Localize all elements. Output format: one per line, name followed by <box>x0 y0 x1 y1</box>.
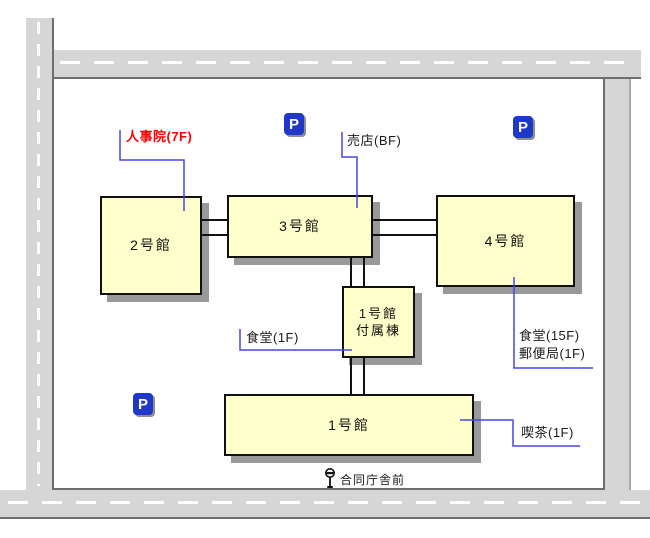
corridor-3-annex <box>350 258 352 286</box>
parking-icon-top-center: P <box>284 113 304 135</box>
bus-stop-label: 合同庁舎前 <box>340 473 406 487</box>
building-1-annex-label-line1: 1号館 <box>358 306 399 321</box>
building-2-label: 2号館 <box>130 237 172 253</box>
building-4: 4号館 <box>436 195 575 287</box>
road-bottom-centerline <box>8 501 642 504</box>
building-3-label: 3号館 <box>279 218 321 234</box>
road-edge-top <box>54 77 641 79</box>
corridor-3-4 <box>373 219 436 221</box>
building-1-annex: 1号館 付属棟 <box>342 286 415 358</box>
road-edge-right-outer <box>629 79 631 490</box>
building-1-annex-label-line2: 付属棟 <box>355 323 401 338</box>
building-4-label: 4号館 <box>484 232 527 249</box>
corridor-2-3 <box>202 219 227 221</box>
road-left-centerline <box>37 22 40 486</box>
road-edge-bottom-inner <box>54 488 604 490</box>
road-edge-right-inner <box>603 79 605 490</box>
building-1: 1号館 <box>224 394 474 456</box>
bus-stop-icon <box>325 468 335 488</box>
parking-icon-top-right: P <box>513 116 533 138</box>
corridor-annex-1 <box>350 358 352 394</box>
road-right <box>604 77 631 490</box>
road-edge-left <box>52 18 54 490</box>
road-left <box>26 18 54 517</box>
label-kissa-1f: 喫茶(1F) <box>521 425 574 440</box>
leader-line-kissa <box>460 419 580 447</box>
label-shokudo-1f: 食堂(1F) <box>246 330 299 345</box>
label-jinjiin: 人事院(7F) <box>126 129 193 144</box>
leader-line-jinjiin <box>119 130 185 211</box>
label-shokudo-15f: 食堂(15F) <box>519 328 580 343</box>
corridor-3-4 <box>373 234 436 236</box>
corridor-2-3 <box>202 234 227 236</box>
leader-line-shokudo-1f <box>239 329 352 351</box>
road-top-centerline <box>60 61 635 64</box>
leader-line-baiten <box>341 132 358 208</box>
label-yubinkyoku-1f: 郵便局(1F) <box>519 346 586 361</box>
building-2: 2号館 <box>100 196 202 295</box>
building-3: 3号館 <box>227 195 373 258</box>
building-1-label: 1号館 <box>328 416 370 433</box>
corridor-3-annex <box>363 258 365 286</box>
corridor-annex-1 <box>363 358 365 394</box>
road-edge-bottom-outer <box>0 517 650 519</box>
parking-icon-bottom-left: P <box>133 393 153 415</box>
leader-line-shokudo-15f <box>513 277 593 369</box>
bus-stop: 合同庁舎前 <box>324 468 405 489</box>
label-baiten: 売店(BF) <box>347 133 402 148</box>
